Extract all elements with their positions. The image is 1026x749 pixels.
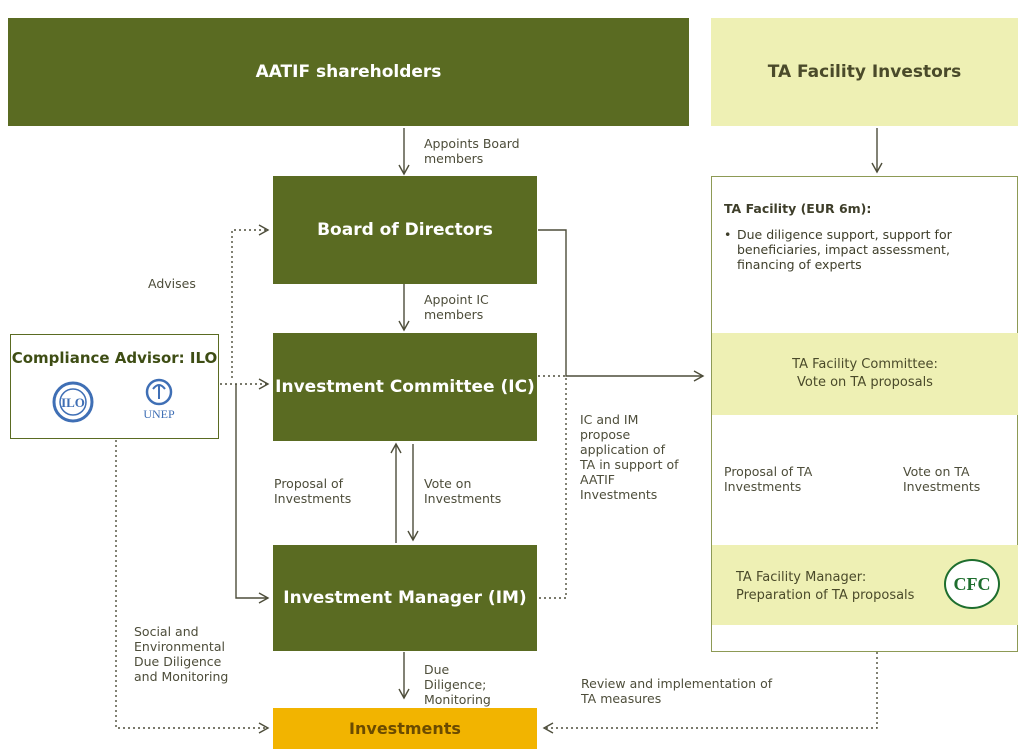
arrow-board-tafacility <box>538 229 705 382</box>
board-of-directors-box: Board of Directors <box>273 176 537 284</box>
ta-facility-investors-label: TA Facility Investors <box>767 62 962 82</box>
board-of-directors-label: Board of Directors <box>317 220 493 240</box>
arrow-ic-im-ta <box>538 375 567 599</box>
label-review-ta: Review and implementation of TA measures <box>581 676 773 706</box>
ta-facility-title: TA Facility (EUR 6m): <box>724 201 872 216</box>
ta-facility-bullet-row: • Due diligence support, support for ben… <box>724 227 1004 272</box>
label-advises: Advises <box>148 276 196 291</box>
cfc-logo-icon: CFC <box>944 559 1000 609</box>
arrow-tafacility-investments <box>542 652 878 734</box>
label-social-env: Social and Environmental Due Diligence a… <box>134 624 229 684</box>
investment-committee-box: Investment Committee (IC) <box>273 333 537 441</box>
ta-facility-bullet-text: Due diligence support, support for benef… <box>737 227 952 272</box>
arrow-compliance-im <box>235 384 270 604</box>
ta-committee-line1: TA Facility Committee: <box>792 357 938 372</box>
ta-facility-investors-box: TA Facility Investors <box>711 18 1018 126</box>
bullet-icon: • <box>724 227 732 242</box>
cfc-logo-text: CFC <box>953 573 991 594</box>
investments-box: Investments <box>273 708 537 749</box>
label-proposal-investments: Proposal of Investments <box>274 476 352 506</box>
label-ic-im-propose: IC and IM propose application of TA in s… <box>580 412 679 502</box>
ta-manager-text: TA Facility Manager: Preparation of TA p… <box>736 569 914 605</box>
label-vote-ta: Vote on TA Investments <box>903 464 981 494</box>
compliance-advisor-label: Compliance Advisor: ILO <box>11 349 218 367</box>
ilo-logo-icon: ILO <box>52 381 94 423</box>
ta-manager-line1: TA Facility Manager: <box>736 570 867 585</box>
unep-logo-icon <box>145 378 173 406</box>
label-proposal-ta: Proposal of TA Investments <box>724 464 813 494</box>
ta-facility-manager-box: TA Facility Manager: Preparation of TA p… <box>712 545 1018 625</box>
ta-committee-line2: Vote on TA proposals <box>797 375 933 390</box>
arrow-compliance-investments <box>115 440 270 734</box>
investment-manager-box: Investment Manager (IM) <box>273 545 537 651</box>
investment-manager-label: Investment Manager (IM) <box>283 588 527 608</box>
label-due-diligence: Due Diligence; Monitoring <box>424 662 491 707</box>
investments-label: Investments <box>349 719 461 738</box>
svg-text:ILO: ILO <box>61 395 85 410</box>
arrow-compliance-board <box>231 224 270 378</box>
unep-text: UNEP <box>143 407 175 421</box>
label-appoints-board: Appoints Board members <box>424 136 520 166</box>
ta-facility-committee-box: TA Facility Committee: Vote on TA propos… <box>712 333 1018 415</box>
investment-committee-label: Investment Committee (IC) <box>275 377 535 397</box>
label-appoint-ic: Appoint IC members <box>424 292 489 322</box>
label-vote-investments: Vote on Investments <box>424 476 502 506</box>
ta-manager-line2: Preparation of TA proposals <box>736 588 915 603</box>
aatif-shareholders-box: AATIF shareholders <box>8 18 689 126</box>
compliance-advisor-box: Compliance Advisor: ILO ILO UNEP <box>10 334 219 439</box>
aatif-shareholders-label: AATIF shareholders <box>255 62 442 82</box>
